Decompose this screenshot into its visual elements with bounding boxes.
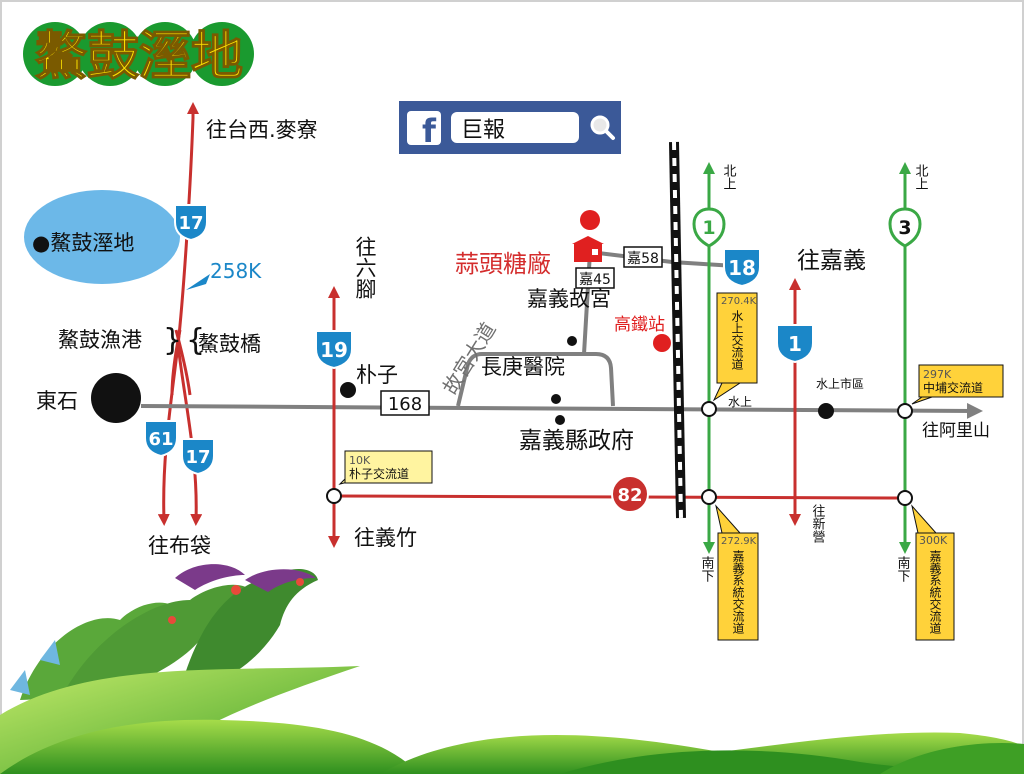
facebook-icon xyxy=(407,111,441,145)
label-palace-museum: 嘉義故宮 xyxy=(527,287,611,311)
svg-text:3: 3 xyxy=(898,217,911,239)
svg-text:17: 17 xyxy=(178,213,203,234)
svg-text:嘉義系統交流道: 嘉義系統交流道 xyxy=(928,550,942,634)
callout-zhongpu-ic: 297K 中埔交流道 xyxy=(911,364,1004,405)
route-61-shield: 61 xyxy=(144,420,178,458)
svg-text:297K: 297K xyxy=(923,368,952,381)
route-82-shield: 82 xyxy=(611,475,649,513)
label-shuishang-market: 水上市區 xyxy=(816,376,864,391)
label-sugar-factory: 蒜頭糖廠 xyxy=(455,250,551,278)
svg-text:水上交流道: 水上交流道 xyxy=(730,310,744,370)
shuishang-ic-node xyxy=(701,401,717,417)
svg-text:1: 1 xyxy=(702,217,715,239)
label-south-down-3: 南下 xyxy=(895,555,911,582)
svg-text:82: 82 xyxy=(617,485,642,506)
label-south-down-1: 南下 xyxy=(699,555,715,582)
route-17-61-roads xyxy=(157,102,203,526)
route-19-shield: 19 xyxy=(315,330,353,370)
shuishang-market-dot xyxy=(818,403,834,419)
zhongpu-ic-node xyxy=(897,403,913,419)
label-to-chiayi: 往嘉義 xyxy=(797,248,866,274)
svg-text:中埔交流道: 中埔交流道 xyxy=(923,380,983,395)
chiayi-sys-3-node xyxy=(897,490,913,506)
bracket-left: } xyxy=(163,323,182,358)
route-168-label: 168 xyxy=(388,394,422,415)
route-jia58-label: 嘉58 xyxy=(627,251,659,267)
label-hsr-station: 高鐵站 xyxy=(614,315,665,335)
km-258: 258K xyxy=(210,259,262,283)
search-keyword: 巨報 xyxy=(461,118,505,143)
chiayi-sys-1-node xyxy=(701,489,717,505)
factory-icon xyxy=(572,236,604,262)
label-to-liujiao: 往六腳 xyxy=(353,236,377,299)
road-168 xyxy=(140,402,983,419)
label-to-alishan: 往阿里山 xyxy=(922,421,990,441)
callout-shuishang-ic: 270.4K 水上交流道 xyxy=(712,292,758,402)
puzi-dot xyxy=(340,382,356,398)
facebook-search-bar[interactable]: f 巨報 xyxy=(399,101,621,154)
page-title: 鰲鼓溼地 xyxy=(35,27,243,87)
search-icon[interactable] xyxy=(590,115,615,140)
svg-text:17: 17 xyxy=(185,447,210,468)
label-north-up-1: 北上 xyxy=(721,164,737,190)
sugar-factory-marker xyxy=(580,210,600,230)
route-18-shield: 18 xyxy=(723,248,761,288)
route-1-shield: 1 xyxy=(776,324,814,364)
callout-puzi-ic: 10K 朴子交流道 xyxy=(338,450,433,485)
label-bridge: 鰲鼓橋 xyxy=(198,332,261,356)
callout-chiayi-sys-1: 272.9K 嘉義系統交流道 xyxy=(715,504,759,641)
label-fishing-port: 鰲鼓漁港 xyxy=(58,328,142,352)
svg-text:嘉義系統交流道: 嘉義系統交流道 xyxy=(731,550,745,634)
label-north-up-3: 北上 xyxy=(913,164,929,190)
search-input[interactable] xyxy=(451,112,579,143)
pointer-258k xyxy=(186,274,210,290)
hospital-dot xyxy=(551,394,561,404)
wetland-area xyxy=(24,190,180,284)
label-to-taixi: 往台西.麥寮 xyxy=(206,118,318,142)
label-county-gov: 嘉義縣政府 xyxy=(519,428,634,454)
route-jia45-label: 嘉45 xyxy=(579,272,611,288)
railway-line xyxy=(669,141,686,519)
freeway-1-shield: 1 xyxy=(692,207,726,248)
label-puzi: 朴子 xyxy=(356,363,398,387)
svg-text:f: f xyxy=(422,112,437,150)
svg-text:300K: 300K xyxy=(919,534,948,547)
avenue-road xyxy=(456,352,615,407)
svg-text:61: 61 xyxy=(148,429,173,450)
route-17-shield-bottom: 17 xyxy=(181,438,215,476)
freeway-3-shield: 3 xyxy=(888,207,922,248)
svg-text:18: 18 xyxy=(728,256,756,280)
dragon-boat-illustration xyxy=(10,564,318,700)
svg-text:272.9K: 272.9K xyxy=(721,536,757,547)
route-17-shield-top: 17 xyxy=(174,204,208,242)
bracket-right: { xyxy=(186,323,205,358)
label-dongshi: 東石 xyxy=(36,389,78,413)
label-to-xinying: 往新營 xyxy=(810,504,826,544)
svg-text:1: 1 xyxy=(788,332,802,356)
title-badge: 鰲鼓溼地 xyxy=(23,22,254,88)
svg-text:朴子交流道: 朴子交流道 xyxy=(349,466,409,481)
svg-text:270.4K: 270.4K xyxy=(721,296,757,307)
label-to-yizhu: 往義竹 xyxy=(354,526,417,550)
label-shuishang: 水上 xyxy=(728,395,752,409)
wetland-label: ●鰲鼓溼地 xyxy=(32,231,134,255)
label-hospital: 長庚醫院 xyxy=(481,355,565,379)
dongshi-dot xyxy=(91,373,141,423)
puzi-ic-node xyxy=(326,488,342,504)
label-to-budai: 往布袋 xyxy=(148,534,211,558)
hsr-station-dot xyxy=(653,334,671,352)
callout-chiayi-sys-3: 300K 嘉義系統交流道 xyxy=(911,504,955,641)
palace-museum-dot xyxy=(567,336,577,346)
leaf-decoration xyxy=(0,666,1024,774)
svg-text:10K: 10K xyxy=(349,454,371,467)
svg-text:19: 19 xyxy=(320,338,348,362)
county-gov-dot xyxy=(555,415,565,425)
